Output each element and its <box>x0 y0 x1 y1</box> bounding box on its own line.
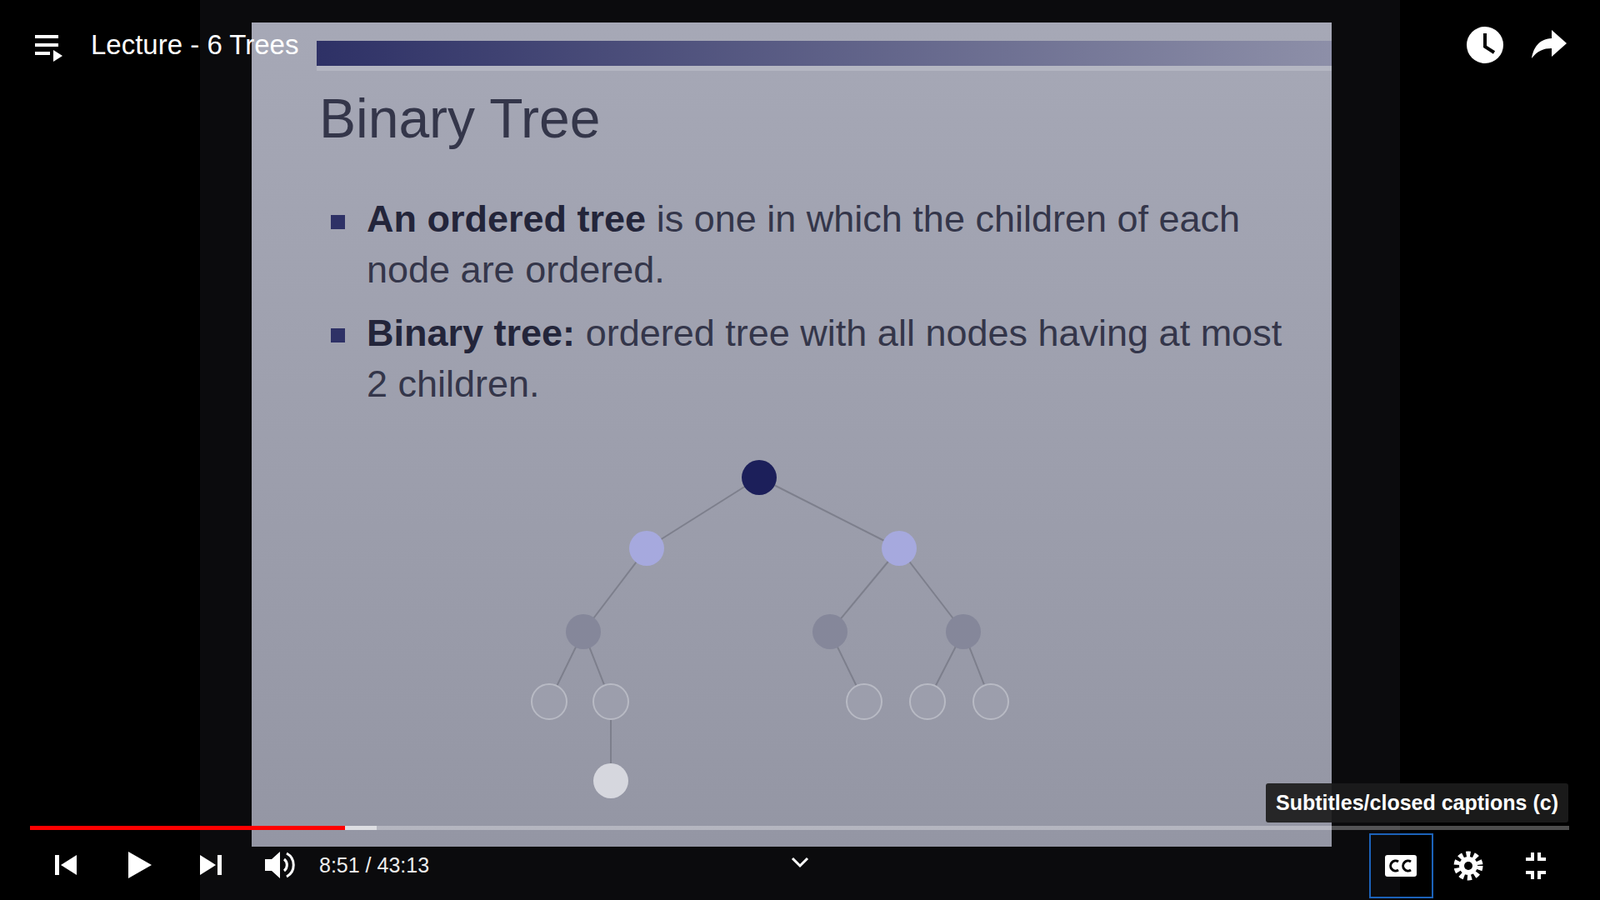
bullet-paragraph: An ordered treeis one in which the child… <box>366 193 1292 295</box>
tree-node <box>910 684 945 720</box>
next-button <box>200 855 222 875</box>
tree-node <box>593 684 629 720</box>
share-icon <box>1531 30 1567 59</box>
watch-later-icon <box>1466 26 1504 64</box>
volume-icon <box>265 851 294 879</box>
progress-played <box>30 825 345 830</box>
chevron-icon <box>792 858 808 866</box>
cc-button <box>1385 855 1417 877</box>
tree-node <box>565 614 601 650</box>
tree-node <box>945 614 981 650</box>
bullet-square <box>330 215 345 230</box>
tree-node <box>531 684 567 720</box>
focus-outline <box>1370 834 1433 898</box>
settings-icon <box>1456 854 1480 878</box>
tooltip: Subtitles/closed captions (c) <box>1265 783 1569 823</box>
play-button <box>128 851 152 879</box>
time-display: 8:51 / 43:13 <box>319 853 430 878</box>
video-frame <box>200 0 1400 900</box>
tree-nodes <box>531 460 1009 799</box>
tree-node <box>812 614 848 650</box>
slide-title: Binary Tree <box>319 86 600 150</box>
tree-edges <box>549 477 991 781</box>
progress-buffered <box>30 825 377 830</box>
slide-top-band <box>316 40 1332 66</box>
tree-node <box>629 530 665 566</box>
tree-node <box>593 763 629 799</box>
bold-term: An ordered tree <box>366 197 646 240</box>
playlist-icon <box>35 35 63 62</box>
progress-track <box>30 825 1570 830</box>
slide-band-strip <box>316 65 1332 71</box>
bold-term: Binary tree: <box>366 311 575 355</box>
previous-button <box>55 855 77 875</box>
root-node <box>741 460 777 495</box>
exit-fullscreen-icon <box>1525 852 1546 880</box>
slide-background <box>251 22 1332 847</box>
tree-node <box>881 530 917 566</box>
tree-node <box>846 684 882 720</box>
tree-node <box>973 684 1009 720</box>
bullet-paragraph: Binary tree:ordered tree with all nodes … <box>366 307 1292 410</box>
bullet-square <box>330 328 345 343</box>
video-title: Lecture - 6 Trees <box>90 29 299 61</box>
